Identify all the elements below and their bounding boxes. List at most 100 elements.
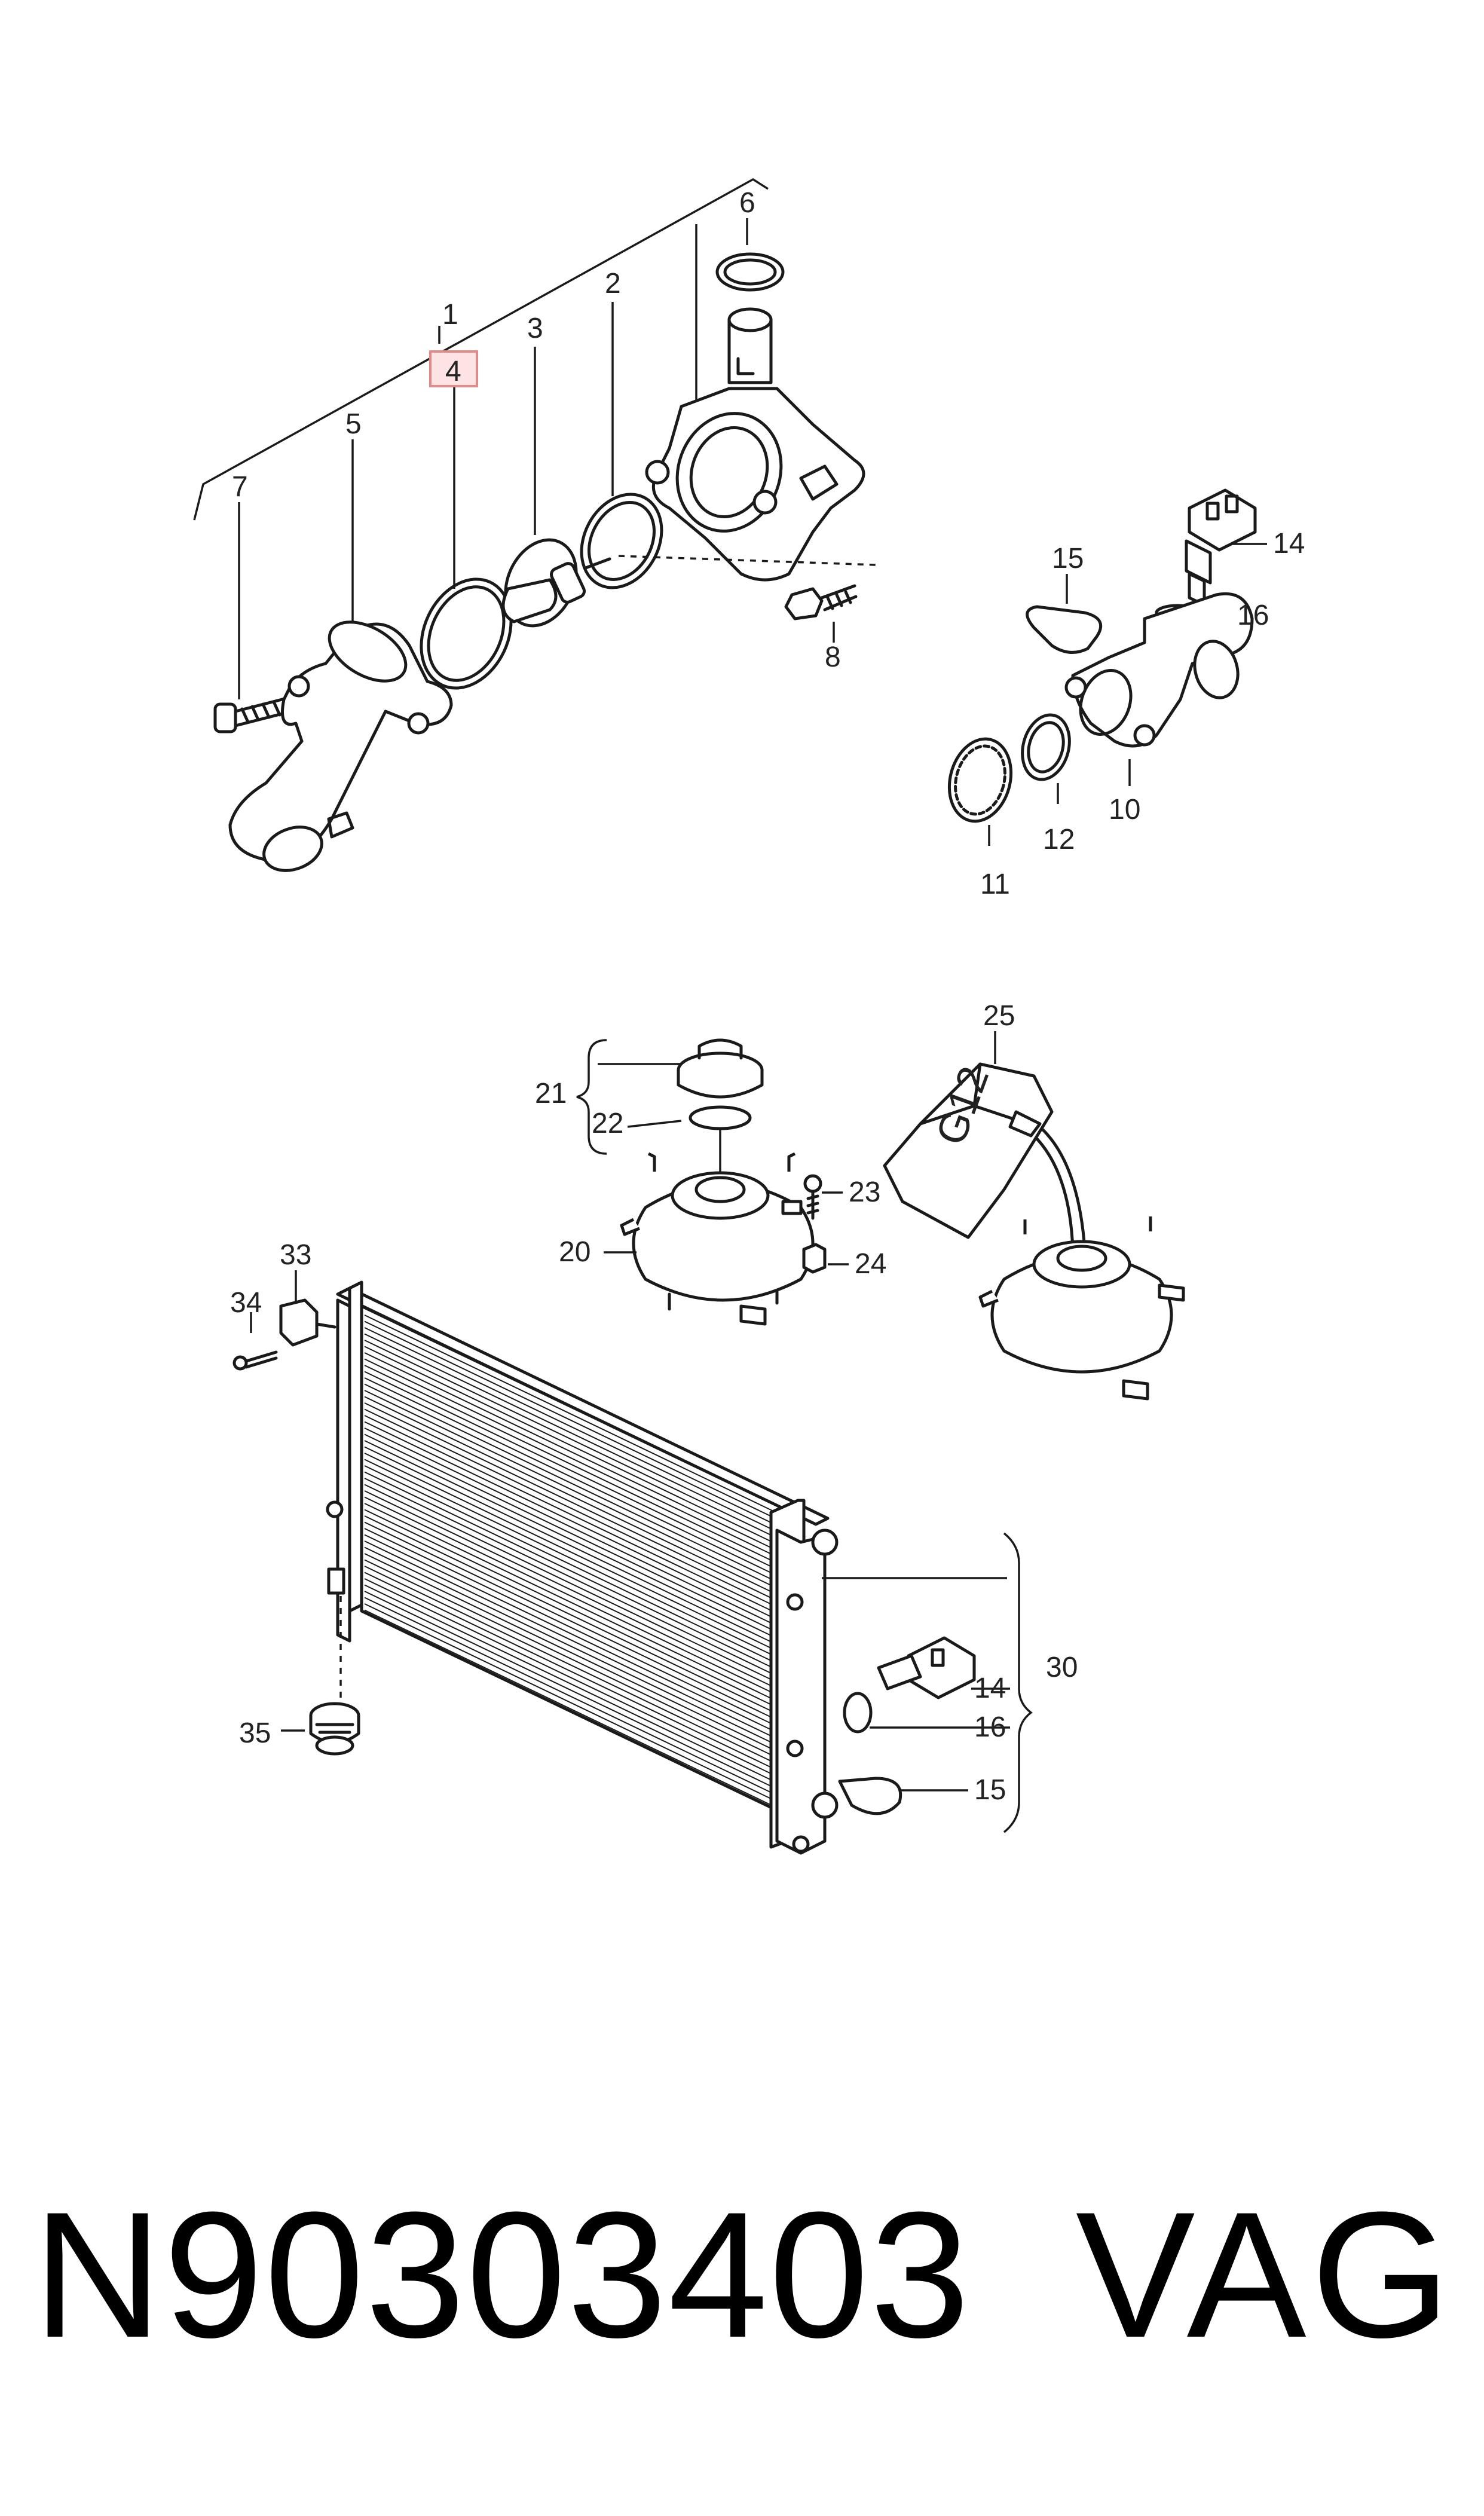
callout-30-bracket: 30 <box>1046 1652 1078 1683</box>
radiator-fin-line <box>364 1327 801 1537</box>
radiator-fin-line <box>364 1408 801 1619</box>
callout-8: 8 <box>825 641 841 673</box>
radiator-fin-line <box>364 1603 801 1814</box>
radiator-fin-line <box>364 1534 801 1745</box>
radiator-fin-line <box>364 1591 801 1801</box>
part-14-radiator-sensor <box>877 1636 1010 1699</box>
callout-6: 6 <box>739 187 755 219</box>
part-5-outlet-housing <box>228 439 453 872</box>
radiator-fin-line <box>364 1459 801 1670</box>
expansion-tank-fill <box>978 1216 1185 1401</box>
radiator-fin-line <box>364 1471 801 1682</box>
radiator-fin-line <box>364 1578 801 1789</box>
radiator-fin-line <box>364 1396 801 1607</box>
expansion-tank-group: 21 22 23 20 24 <box>535 1038 886 1326</box>
radiator-fin-line <box>364 1597 801 1808</box>
part-20-expansion-tank <box>604 1152 815 1326</box>
radiator-fins <box>364 1314 801 1820</box>
radiator-fin-line <box>364 1515 801 1726</box>
part-15-gasket <box>1026 605 1103 654</box>
radiator-fin-line <box>364 1540 801 1751</box>
radiator-fin-line <box>364 1509 801 1720</box>
radiator-fin-line <box>364 1496 801 1707</box>
radiator-fin-line <box>364 1365 801 1575</box>
radiator-fin-line <box>364 1390 801 1600</box>
callout-12: 12 <box>1043 824 1075 855</box>
callout-10: 10 <box>1109 794 1140 826</box>
radiator-fin-line <box>364 1478 801 1688</box>
radiator-fin-line <box>364 1553 801 1763</box>
part-3-thermostat <box>501 347 611 628</box>
radiator-fin-line <box>364 1415 801 1625</box>
radiator-fin-line <box>364 1371 801 1582</box>
part-7-bolt <box>213 502 289 733</box>
callout-3: 3 <box>527 313 543 344</box>
part-6-thermostat-housing <box>645 218 865 582</box>
callout-20: 20 <box>559 1236 590 1268</box>
part-16-radiator-clip <box>843 1692 873 1734</box>
part-number: N90303403 <box>33 2174 971 2375</box>
part-8-screw <box>618 555 876 643</box>
part-34-screw <box>232 1350 278 1371</box>
part-2-seal <box>580 302 663 589</box>
radiator-fin-line <box>364 1427 801 1638</box>
radiator-fin-line <box>364 1358 801 1569</box>
radiator-fin-line <box>364 1546 801 1757</box>
callout-11: 11 <box>980 869 1010 900</box>
radiator-fin-line <box>364 1402 801 1613</box>
radiator-fin-line <box>364 1352 801 1563</box>
radiator-fin-line <box>364 1484 801 1695</box>
callout-7: 7 <box>232 471 248 503</box>
radiator-fin-line <box>364 1559 801 1770</box>
coolant-bottle-group: G12 25 <box>883 1000 1185 1401</box>
callout-5: 5 <box>345 408 362 440</box>
coolant-flange-group: 14 15 16 10 11 12 <box>947 488 1305 900</box>
callout-15-radiator: 15 <box>974 1774 1006 1806</box>
radiator-fin-line <box>364 1433 801 1644</box>
callout-16-radiator: 16 <box>974 1711 1006 1743</box>
radiator-fin-line <box>364 1453 801 1663</box>
radiator-fin-line <box>364 1320 801 1531</box>
callout-16-flange: 16 <box>1237 600 1269 631</box>
part-24-clip <box>802 1243 849 1274</box>
radiator-group: 33 34 35 30 14 16 15 <box>230 1239 1078 1855</box>
part-11-circlip <box>947 737 1013 846</box>
callout-2: 2 <box>605 268 621 299</box>
callout-14-flange: 14 <box>1273 528 1305 560</box>
part-number-footer: N90303403 VAG <box>33 2176 1455 2373</box>
callout-14-radiator: 14 <box>974 1673 1006 1704</box>
radiator-fin-line <box>364 1440 801 1650</box>
part-15-radiator-gasket <box>838 1777 902 1815</box>
callout-34: 34 <box>230 1287 262 1319</box>
part-35-drain-plug <box>281 1702 360 1756</box>
part-10-coolant-flange <box>1064 592 1254 786</box>
callout-4-highlighted: 4 <box>445 356 461 387</box>
part-14-temperature-sensor <box>1185 488 1267 607</box>
callout-33: 33 <box>280 1239 311 1271</box>
radiator-fin-line <box>364 1521 801 1732</box>
radiator-fin-line <box>364 1584 801 1795</box>
radiator-fin-line <box>364 1528 801 1738</box>
radiator-fin-line <box>364 1503 801 1713</box>
callout-22: 22 <box>592 1108 623 1139</box>
radiator-fin-line <box>364 1446 801 1657</box>
callout-35: 35 <box>239 1717 271 1749</box>
radiator-fin-line <box>364 1421 801 1632</box>
callout-15-flange: 15 <box>1052 543 1084 574</box>
part-33-mount <box>279 1298 336 1347</box>
radiator-fin-line <box>364 1609 801 1820</box>
part-23-screw <box>803 1174 843 1220</box>
radiator-fin-line <box>364 1314 801 1525</box>
callout-25: 25 <box>983 1000 1015 1032</box>
highlight-box <box>429 350 478 387</box>
part-22-o-ring <box>689 1105 752 1130</box>
radiator-fin-line <box>364 1340 801 1550</box>
radiator-fin-line <box>364 1465 801 1676</box>
radiator-fin-line <box>364 1566 801 1776</box>
radiator-fin-line <box>364 1383 801 1594</box>
callout-1: 1 <box>442 299 458 331</box>
callout-21: 21 <box>535 1078 567 1109</box>
part-12-o-ring <box>1021 713 1071 781</box>
part-25-coolant-bottle: G12 <box>883 1060 1087 1251</box>
